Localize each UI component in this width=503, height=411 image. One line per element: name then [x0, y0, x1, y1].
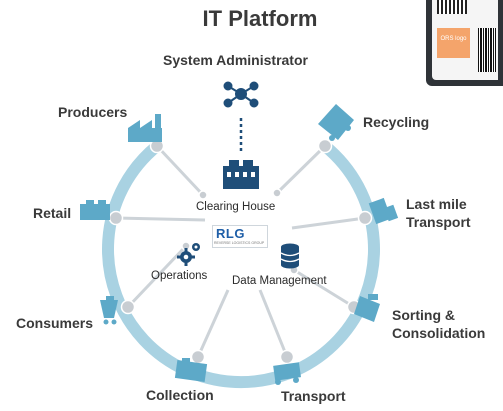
diagram-title: IT Platform	[202, 6, 318, 31]
operations-label: Operations	[151, 270, 208, 282]
qr-code-icon	[437, 0, 467, 14]
spoke-transport	[258, 289, 289, 358]
spoke-retail	[115, 216, 206, 222]
spoke-consumers	[126, 244, 188, 309]
transport-truck-icon	[273, 362, 301, 385]
rlg-logo-text: RLG	[216, 226, 245, 241]
spoke-lines	[115, 144, 366, 358]
network-icon	[223, 81, 259, 108]
spoke-collection	[196, 289, 230, 358]
platform-ring	[102, 140, 380, 389]
spoke-recycling	[275, 144, 327, 195]
delivery-truck-icon	[368, 197, 399, 225]
clearing-house-label: Clearing House	[196, 201, 276, 213]
node-inner-top-right	[272, 188, 282, 198]
node-inner-top-left	[198, 190, 208, 200]
gear-icon	[177, 243, 200, 266]
store-retail-icon	[80, 200, 110, 220]
node-consumers	[120, 299, 136, 315]
node-label-recycling: Recycling	[363, 114, 430, 130]
data-management-label: Data Management	[232, 275, 327, 287]
spoke-sorting	[293, 268, 355, 309]
node-label-retail: Retail	[33, 205, 72, 221]
node-recycling	[317, 138, 333, 154]
factory-icon	[223, 160, 259, 189]
barcode-icon	[478, 28, 496, 72]
ring-nodes	[108, 138, 373, 365]
sorting-box-icon	[354, 294, 380, 322]
node-label-collection: Collection	[146, 387, 214, 403]
spoke-producers	[155, 144, 205, 197]
node-lastmile	[357, 210, 373, 226]
spoke-lastmile	[291, 216, 366, 230]
outer-icons	[80, 104, 399, 385]
database-icon	[280, 243, 300, 269]
rlg-logo	[212, 225, 268, 248]
node-retail	[108, 210, 124, 226]
node-label-consumers: Consumers	[16, 315, 94, 331]
node-label-lastmile-2: Transport	[406, 214, 471, 230]
system-admin-label: System Administrator	[163, 52, 308, 68]
card-logo: ORS logo	[437, 28, 470, 58]
collection-bin-icon	[174, 358, 208, 383]
node-collection	[190, 349, 206, 365]
node-label-lastmile-1: Last mile	[406, 196, 467, 212]
node-label-transport: Transport	[281, 388, 346, 404]
node-label-sorting-1: Sorting &	[392, 307, 455, 323]
node-label-producers: Producers	[58, 104, 128, 120]
shopping-cart-icon	[100, 296, 118, 325]
node-transport	[279, 349, 295, 365]
factory-producers-icon	[128, 114, 162, 142]
node-label-sorting-2: Consolidation	[392, 325, 486, 341]
rlg-logo-subtext: REVERSE LOGISTICS GROUP	[214, 241, 265, 245]
recycling-truck-icon	[318, 104, 354, 141]
